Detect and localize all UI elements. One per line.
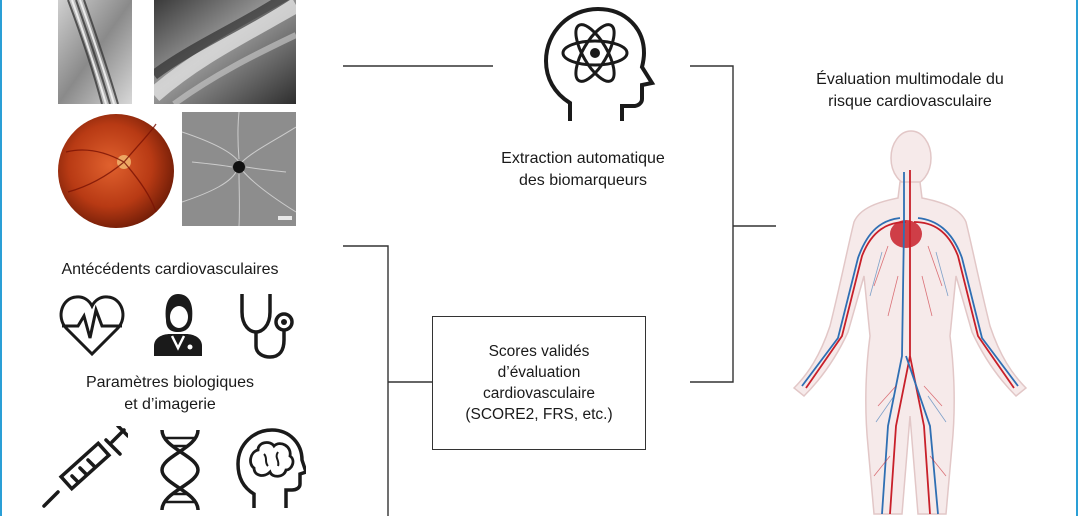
oct-angiography (182, 112, 296, 226)
oct-image-2 (154, 0, 296, 104)
evaluation-title: Évaluation multimodale du risque cardiov… (780, 69, 1040, 113)
evaluation-line2: risque cardiovasculaire (828, 93, 992, 110)
brain-head-icon (234, 428, 306, 510)
bio-title-line1: Paramètres biologiques (85, 374, 255, 391)
dna-icon (158, 428, 202, 512)
doctor-icon (150, 292, 206, 358)
extraction-label: Extraction automatique des biomarqueurs (468, 148, 698, 192)
scores-line4: (SCORE2, FRS, etc.) (465, 406, 613, 423)
scores-line1: Scores validés (488, 343, 590, 360)
extraction-label-line2: des biomarqueurs (518, 172, 648, 189)
oct-image-1 (58, 0, 132, 104)
cardiovascular-system-image (778, 126, 1040, 516)
syringe-icon (40, 426, 128, 510)
bio-title-line2: et d’imagerie (124, 396, 216, 413)
fundus-photograph (56, 112, 176, 230)
bio-title: Paramètres biologiques et d’imagerie (40, 372, 300, 416)
scores-text: Scores validés d’évaluation cardiovascul… (465, 341, 612, 425)
scores-line3: cardiovasculaire (483, 385, 595, 402)
extraction-label-line1: Extraction automatique (501, 150, 665, 167)
left-border (0, 0, 2, 516)
evaluation-line1: Évaluation multimodale du (816, 71, 1004, 88)
scores-box: Scores validés d’évaluation cardiovascul… (432, 316, 646, 450)
right-border (1076, 0, 1078, 516)
history-title: Antécédents cardiovasculaires (61, 261, 279, 278)
stethoscope-icon (236, 290, 296, 360)
scores-line2: d’évaluation (497, 364, 581, 381)
brain-atom-head-icon (532, 3, 656, 125)
heart-ecg-icon (58, 292, 126, 358)
